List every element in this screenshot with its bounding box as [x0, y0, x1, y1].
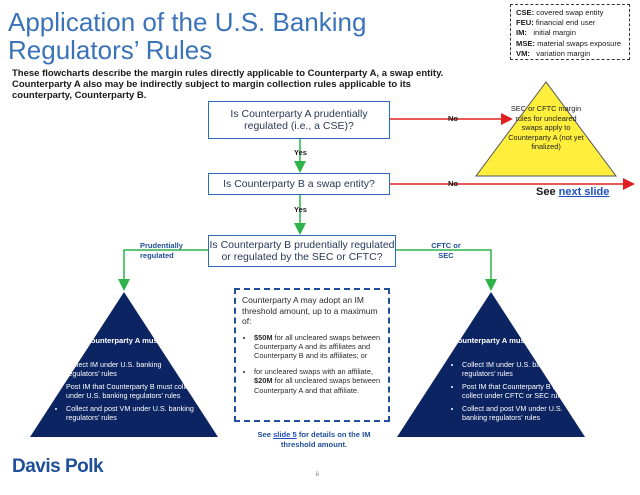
threshold-footnote: See slide 5 for details on the IM thresh…	[257, 430, 371, 449]
question-text: Is Counterparty A prudentially regulated…	[230, 107, 368, 133]
page-number: ii	[316, 472, 319, 478]
im-threshold-box: Counterparty A may adopt an IM threshold…	[234, 288, 390, 422]
list-item: Collect and post VM under U.S. banking r…	[462, 404, 570, 422]
see-next-slide: See next slide	[536, 186, 610, 198]
legend-row: MSE: material swaps exposure	[516, 38, 622, 48]
no-label: No	[448, 179, 458, 188]
question-text: Is Counterparty B prudentially regulated…	[209, 238, 395, 264]
threshold-intro: Counterparty A may adopt an IM threshold…	[242, 295, 378, 326]
left-outcome-triangle	[30, 292, 218, 437]
page-title: Application of the U.S. Banking Regulato…	[8, 7, 367, 65]
list-item: Post IM that Counterparty B must collect…	[66, 382, 196, 400]
legend-row: VM: variation margin	[516, 48, 591, 58]
intro-text: These flowcharts describe the margin rul…	[12, 68, 444, 101]
right-triangle-list: Collect IM under U.S. banking regulators…	[452, 360, 570, 426]
legend-row: IM: initial margin	[516, 28, 576, 38]
left-branch-arrow	[118, 249, 208, 291]
right-outcome-triangle	[397, 292, 585, 437]
abbreviation-legend: CSE: covered swap entity FEU: financial …	[510, 4, 630, 60]
list-item: Collect IM under U.S. banking regulators…	[462, 360, 570, 378]
list-item: Collect and post VM under U.S. banking r…	[66, 404, 196, 422]
yes-label: Yes	[294, 205, 307, 214]
legend-row: FEU: financial end user	[516, 18, 596, 28]
cftc-sec-label: CFTC or SEC	[431, 241, 461, 260]
slide-5-link[interactable]: slide 5	[273, 430, 297, 439]
sec-cftc-rules-text: SEC or CFTC margin rules for uncleared s…	[508, 104, 584, 152]
list-item: for uncleared swaps with an affiliate, $…	[254, 367, 382, 395]
list-item: Collect IM under U.S. banking regulators…	[66, 360, 196, 378]
question-box-regulator: Is Counterparty B prudentially regulated…	[208, 235, 396, 267]
list-item: Post IM that Counterparty B must collect…	[462, 382, 570, 400]
no-label: No	[448, 114, 458, 123]
left-triangle-heading: Counterparty A must:	[85, 336, 163, 345]
question-box-swap-entity: Is Counterparty B a swap entity?	[208, 173, 390, 195]
davis-polk-logo: Davis Polk	[12, 456, 104, 477]
right-branch-arrow	[396, 249, 497, 291]
right-triangle-heading: Counterparty A must:	[452, 336, 530, 345]
next-slide-link[interactable]: next slide	[558, 186, 610, 198]
question-box-cse: Is Counterparty A prudentially regulated…	[208, 101, 390, 139]
prudentially-regulated-label: Prudentially regulated	[140, 241, 183, 260]
list-item: $50M for all uncleared swaps between Cou…	[254, 333, 382, 361]
sec-cftc-triangle	[475, 81, 617, 177]
question-text: Is Counterparty B a swap entity?	[223, 177, 375, 190]
legend-row: CSE: covered swap entity	[516, 8, 604, 17]
left-triangle-list: Collect IM under U.S. banking regulators…	[56, 360, 196, 426]
yes-label: Yes	[294, 148, 307, 157]
